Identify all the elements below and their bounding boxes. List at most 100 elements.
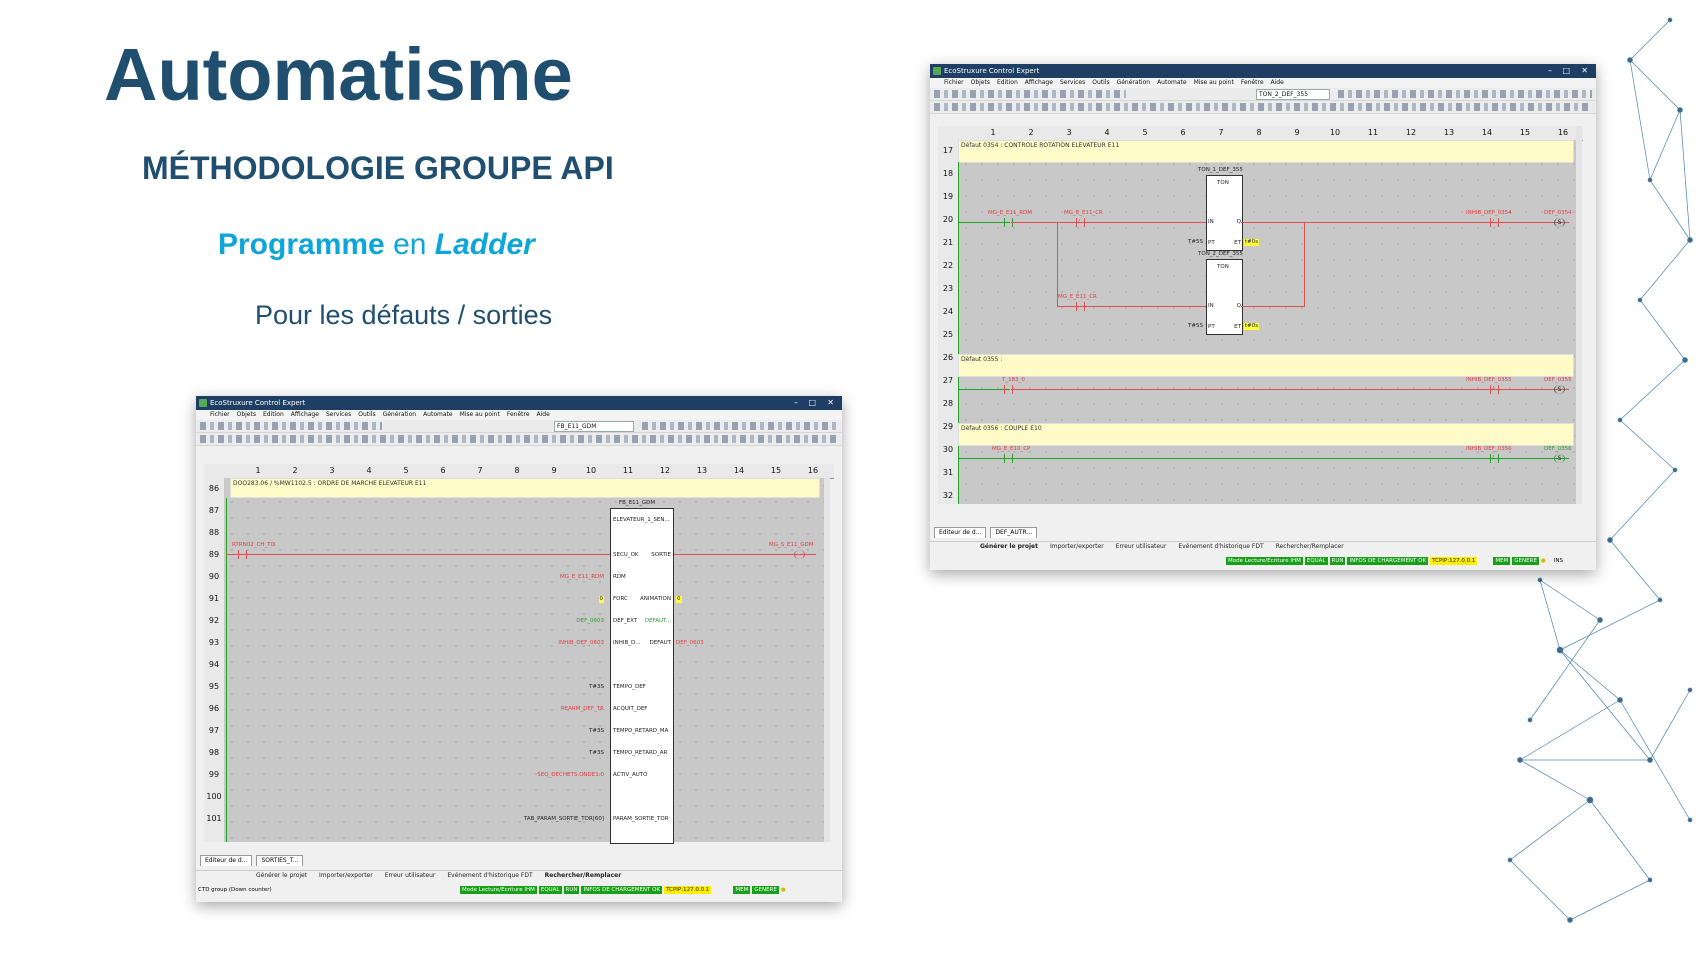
rung-wire-green bbox=[958, 458, 1569, 459]
app-icon bbox=[933, 67, 941, 75]
coil-set-355[interactable]: S bbox=[1554, 385, 1565, 394]
menu-services[interactable]: Services bbox=[325, 411, 352, 418]
menu-affichage[interactable]: Affichage bbox=[1024, 79, 1053, 86]
var-tempo-ma[interactable]: T#3S bbox=[589, 728, 604, 734]
minimize-icon[interactable]: – bbox=[794, 398, 798, 407]
tab-editeur[interactable]: Editeur de d... bbox=[934, 527, 987, 538]
menu-aide[interactable]: Aide bbox=[536, 411, 550, 418]
output-coil[interactable] bbox=[794, 550, 805, 559]
var-tempo-def[interactable]: T#3S bbox=[589, 684, 604, 690]
ladder-grid[interactable]: DOO283.06 / %MW1102.5 : ORDRE DE MARCHE … bbox=[224, 478, 824, 844]
var-forc[interactable]: 0 bbox=[598, 596, 604, 603]
ladder-toolbar-icons[interactable] bbox=[200, 435, 838, 443]
var-activ-auto[interactable]: SEQ_DECHETS.ONDE1.0 bbox=[537, 772, 604, 778]
ton2-block[interactable]: TON IN Q PT ET bbox=[1206, 259, 1243, 335]
ton2-pt-value[interactable]: T#5S bbox=[1188, 323, 1203, 329]
section-combo[interactable]: FB_E11_GDM bbox=[554, 421, 634, 432]
var-def-ext[interactable]: DEF_0603 bbox=[576, 618, 604, 624]
editor-tabs: Editeur de d...DEF_AUTR... bbox=[930, 526, 1596, 538]
menu-mise-au-point[interactable]: Mise au point bbox=[459, 411, 500, 418]
contact-inhib-355[interactable]: / bbox=[1490, 385, 1499, 394]
var-acquit[interactable]: REARM_DEF_TR bbox=[560, 706, 604, 712]
ton1-pt-value[interactable]: T#5S bbox=[1188, 239, 1203, 245]
ladder-toolbar-icons[interactable] bbox=[934, 103, 1592, 111]
output-tabs: Générer le projet Importer/exporter Erreur… bbox=[196, 870, 842, 881]
contact-cp[interactable] bbox=[1004, 454, 1013, 463]
menu-outils[interactable]: Outils bbox=[358, 411, 376, 418]
toolbar-icons[interactable] bbox=[934, 90, 1126, 98]
contact-inhib-356[interactable]: / bbox=[1490, 454, 1499, 463]
rung-comment-355[interactable]: Défaut 0355 : bbox=[958, 354, 1574, 377]
outtab-evenement[interactable]: Evénement d'historique FDT bbox=[447, 872, 533, 879]
menu-generation[interactable]: Génération bbox=[382, 411, 417, 418]
maximize-icon[interactable]: □ bbox=[1562, 66, 1570, 75]
outtab-generer[interactable]: Générer le projet bbox=[256, 872, 308, 879]
contact-cr-neg[interactable]: / bbox=[1076, 218, 1085, 227]
menu-fichier[interactable]: Fichier bbox=[944, 79, 964, 86]
var-param-sortie[interactable]: TAB_PARAM_SORTIE_TOR[60] bbox=[523, 816, 604, 822]
lightbulb-icon: ● bbox=[780, 887, 786, 893]
menu-affichage[interactable]: Affichage bbox=[290, 411, 319, 418]
menu-automate[interactable]: Automate bbox=[1157, 79, 1187, 86]
close-icon[interactable]: ✕ bbox=[1581, 66, 1588, 75]
vertical-scrollbar[interactable] bbox=[824, 478, 830, 842]
outtab-erreur[interactable]: Erreur utilisateur bbox=[384, 872, 436, 879]
coil-s: S bbox=[1557, 455, 1562, 462]
menu-fenetre[interactable]: Fenêtre bbox=[506, 411, 530, 418]
menu-edition[interactable]: Edition bbox=[262, 411, 284, 418]
coil-set-356[interactable]: S bbox=[1554, 454, 1565, 463]
menu-objets[interactable]: Objets bbox=[970, 79, 990, 86]
var-rdm[interactable]: MG_E_E11_RDM bbox=[559, 574, 604, 580]
rung-comment-356[interactable]: Défaut 0356 : COUPLE E10 bbox=[958, 423, 1574, 446]
toolbar-icons[interactable] bbox=[200, 422, 382, 430]
outtab-rechercher[interactable]: Rechercher/Remplacer bbox=[544, 872, 622, 879]
menu-outils[interactable]: Outils bbox=[1092, 79, 1110, 86]
tab-editeur[interactable]: Editeur de d... bbox=[200, 855, 253, 866]
coil-set-354[interactable]: S bbox=[1554, 218, 1565, 227]
outtab-evenement[interactable]: Evénement d'historique FDT bbox=[1178, 543, 1264, 550]
menu-fichier[interactable]: Fichier bbox=[210, 411, 230, 418]
var-inhib[interactable]: INHIB_DEF_0603 bbox=[558, 640, 604, 646]
ton1-et-value[interactable]: t#0s bbox=[1244, 239, 1260, 246]
var-tempo-ar[interactable]: T#3S bbox=[589, 750, 604, 756]
section-combo[interactable]: TON_2_DEF_355 bbox=[1256, 89, 1330, 100]
menu-edition[interactable]: Edition bbox=[996, 79, 1018, 86]
outtab-importer[interactable]: Importer/exporter bbox=[319, 872, 373, 879]
vertical-scrollbar[interactable] bbox=[1576, 126, 1582, 504]
maximize-icon[interactable]: □ bbox=[808, 398, 816, 407]
menu-aide[interactable]: Aide bbox=[1270, 79, 1284, 86]
row-101: 101 bbox=[206, 814, 222, 823]
minimize-icon[interactable]: – bbox=[1548, 66, 1552, 75]
outtab-rechercher[interactable]: Rechercher/Remplacer bbox=[1275, 543, 1344, 550]
ladder-grid[interactable]: Défaut 0354 : CONTROLE ROTATION ELEVATEU… bbox=[958, 140, 1576, 504]
toolbar-icons-2[interactable] bbox=[642, 422, 838, 430]
contact[interactable] bbox=[238, 550, 247, 559]
var-animation[interactable]: 0 bbox=[676, 596, 682, 603]
var-defaut[interactable]: DEF_0603 bbox=[676, 640, 704, 646]
outtab-importer[interactable]: Importer/exporter bbox=[1050, 543, 1104, 550]
contact-cr-2[interactable] bbox=[1076, 302, 1085, 311]
tab-def-autr[interactable]: DEF_AUTR... bbox=[990, 527, 1038, 538]
toolbar-2 bbox=[930, 101, 1596, 114]
rung-comment-354[interactable]: Défaut 0354 : CONTROLE ROTATION ELEVATEU… bbox=[958, 140, 1574, 163]
ton2-pt: PT bbox=[1208, 324, 1215, 330]
outtab-erreur[interactable]: Erreur utilisateur bbox=[1115, 543, 1167, 550]
ton1-block[interactable]: TON IN Q PT ET bbox=[1206, 175, 1243, 251]
label-inhib-355: INHIB_DEF_0355 bbox=[1466, 377, 1512, 383]
function-block[interactable]: ELEVATEUR_1_SEN... SECU_OK RDM FORC DEF_… bbox=[610, 508, 674, 844]
menu-services[interactable]: Services bbox=[1059, 79, 1086, 86]
menu-automate[interactable]: Automate bbox=[423, 411, 453, 418]
close-icon[interactable]: ✕ bbox=[827, 398, 834, 407]
contact-inhib-354[interactable]: / bbox=[1490, 218, 1499, 227]
menu-fenetre[interactable]: Fenêtre bbox=[1240, 79, 1264, 86]
toolbar-icons-2[interactable] bbox=[1338, 90, 1592, 98]
menu-objets[interactable]: Objets bbox=[236, 411, 256, 418]
menu-mise-au-point[interactable]: Mise au point bbox=[1193, 79, 1234, 86]
menu-generation[interactable]: Génération bbox=[1116, 79, 1151, 86]
outtab-generer[interactable]: Générer le projet bbox=[980, 543, 1038, 550]
pin-param-sortie: PARAM_SORTIE_TOR bbox=[613, 816, 669, 822]
ton2-et-value[interactable]: t#0s bbox=[1244, 323, 1260, 330]
tab-sorties[interactable]: SORTIES_T... bbox=[256, 855, 304, 866]
col-4: 4 bbox=[366, 466, 372, 475]
rung-comment[interactable]: DOO283.06 / %MW1102.5 : ORDRE DE MARCHE … bbox=[230, 478, 820, 498]
